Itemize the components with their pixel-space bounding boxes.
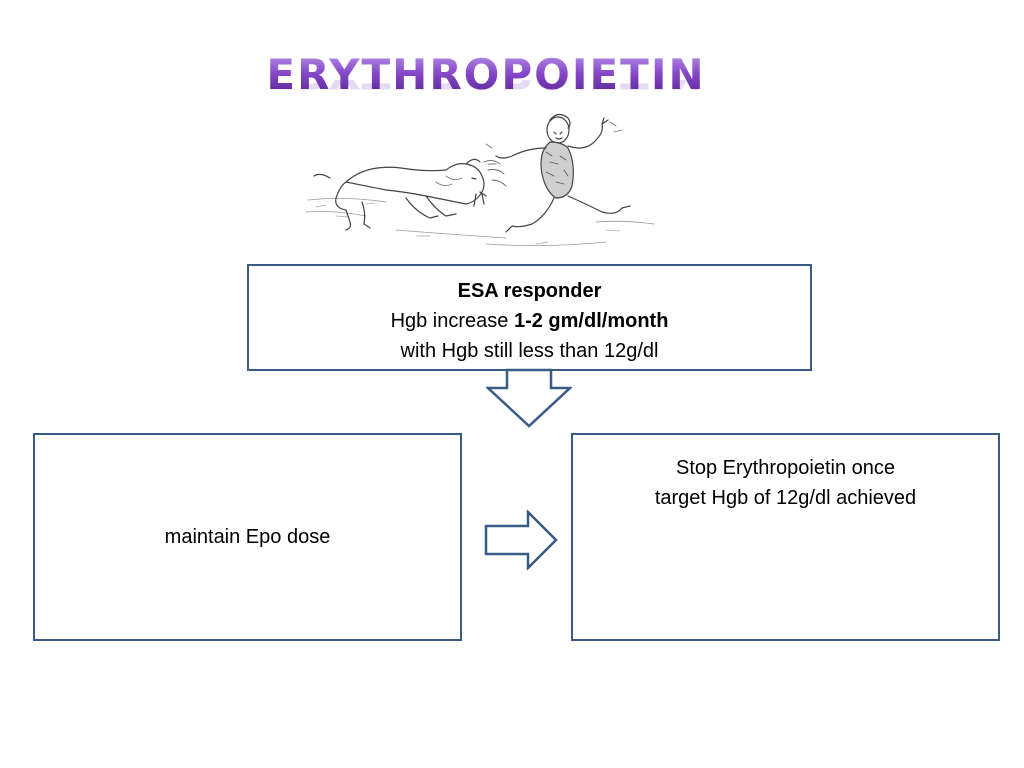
- esa-responder-heading: ESA responder: [457, 280, 602, 302]
- target-hgb-line: target Hgb of 12g/dl achieved: [654, 487, 917, 509]
- hgb-increase-line: Hgb increase 1-2 gm/dl/month: [249, 306, 810, 336]
- maintain-epo-dose-text: maintain Epo dose: [164, 525, 331, 548]
- caveman-chased-by-sabertooth-cat-illustration: [306, 113, 655, 246]
- stop-erythropoietin-line: Stop Erythropoietin once: [675, 457, 896, 479]
- hgb-increase-rate: 1-2 gm/dl/month: [513, 310, 669, 332]
- slide-title: ERYTHROPOIETIN ERYTHROPOIETIN: [0, 54, 998, 96]
- maintain-epo-dose-box: maintain Epo dose: [33, 433, 462, 641]
- hgb-threshold-line: with Hgb still less than 12g/dl: [400, 340, 659, 362]
- right-arrow-icon: [484, 510, 558, 570]
- esa-responder-box: ESA responder Hgb increase 1-2 gm/dl/mon…: [247, 264, 812, 371]
- slide-title-text: ERYTHROPOIETIN: [266, 50, 706, 99]
- down-arrow-icon: [486, 368, 572, 428]
- hgb-increase-prefix: Hgb increase: [390, 310, 514, 332]
- stop-erythropoietin-box: Stop Erythropoietin once target Hgb of 1…: [571, 433, 1000, 641]
